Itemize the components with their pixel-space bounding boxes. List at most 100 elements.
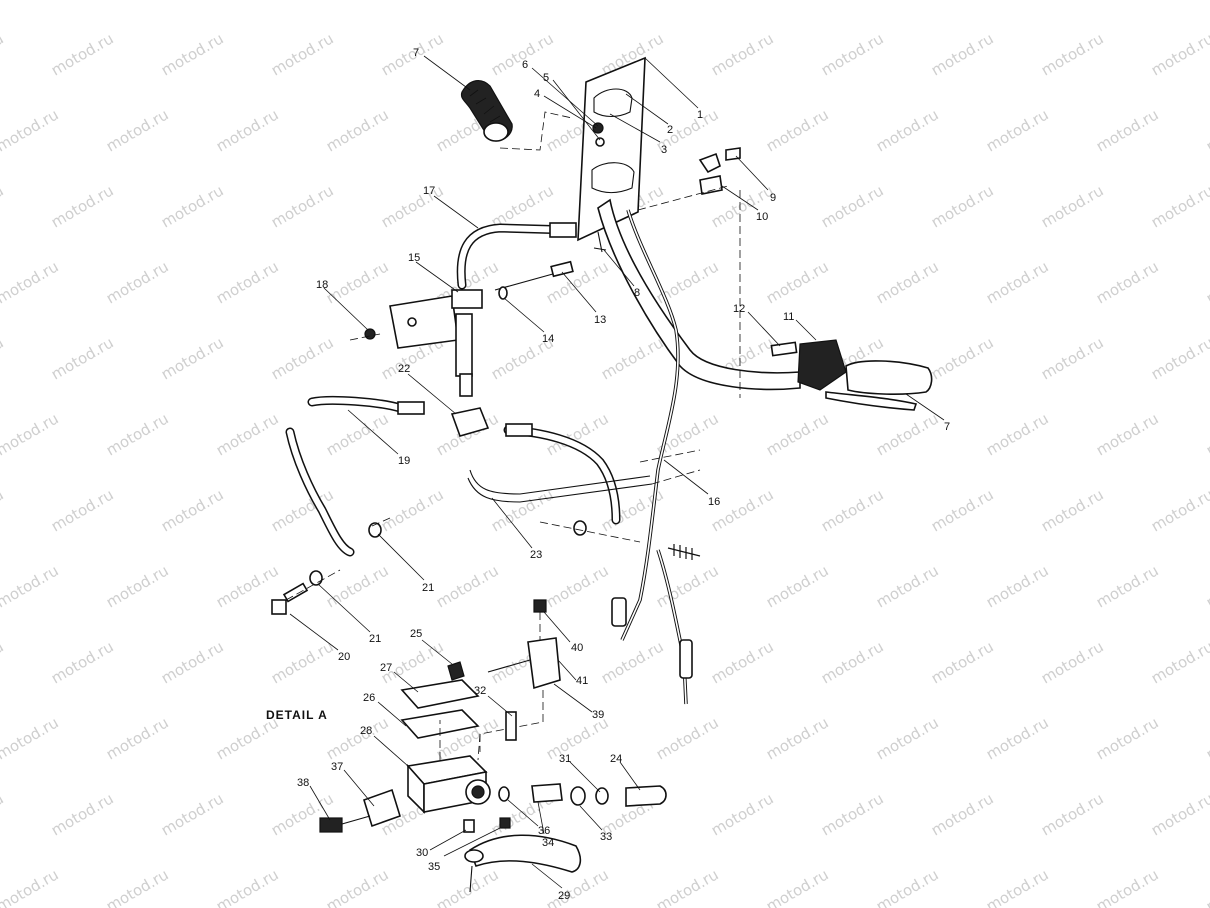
callout-19: 19 [398, 455, 410, 467]
watermark-text: motod.ru [103, 561, 172, 611]
watermark-text: motod.ru [1038, 637, 1107, 687]
callout-36: 36 [538, 825, 550, 837]
callout-39: 39 [592, 709, 604, 721]
watermark-text: motod.ru [543, 865, 612, 908]
callout-11: 11 [783, 311, 794, 323]
watermark-text: motod.ru [48, 637, 117, 687]
switch-body-41 [527, 637, 561, 690]
callout-labels: DETAIL A 1 2 3 4 5 6 7 7 8 9 10 11 12 13… [266, 47, 950, 902]
watermark-text: motod.ru [983, 409, 1052, 459]
ring-36 [498, 786, 510, 802]
watermark-text: motod.ru [1093, 105, 1162, 155]
watermark-text: motod.ru [873, 409, 942, 459]
clamp-plate [577, 56, 646, 242]
watermark-text: motod.ru [1093, 561, 1162, 611]
hose-fitting-17 [549, 222, 577, 238]
watermark-text: motod.ru [378, 485, 447, 535]
callout-30: 30 [416, 847, 428, 859]
watermark-text: motod.ru [433, 865, 502, 908]
watermark-text: motod.ru [268, 637, 337, 687]
switch-lever-39 [487, 659, 531, 673]
watermark-text: motod.ru [0, 485, 7, 535]
nut-18 [364, 328, 376, 340]
watermark-text: motod.ru [0, 105, 62, 155]
watermark-text: motod.ru [1148, 789, 1210, 839]
washer-right [573, 520, 587, 536]
callout-6: 6 [522, 59, 528, 71]
watermark-text: motod.ru [928, 181, 997, 231]
watermark-text: motod.ru [1038, 485, 1107, 535]
watermark-text: motod.ru [323, 0, 392, 3]
watermark-text: motod.ru [708, 789, 777, 839]
watermark-text: motod.ru [323, 713, 392, 763]
watermark-text: motod.ru [1148, 29, 1210, 79]
watermark-text: motod.ru [1148, 485, 1210, 535]
watermark-text: motod.ru [0, 0, 62, 3]
watermark-text: motod.ru [0, 181, 7, 231]
watermark-text: motod.ru [763, 257, 832, 307]
callout-20: 20 [338, 651, 350, 663]
watermark-text: motod.ru [103, 865, 172, 908]
hose-fitting-lower [459, 373, 473, 397]
bolt-13 [550, 260, 574, 278]
switch-housing [797, 339, 847, 391]
watermark-text: motod.ru [1203, 0, 1210, 3]
switch-lever [770, 341, 798, 357]
banjo-bolt-20 [271, 582, 309, 615]
watermark-text: motod.ru [103, 257, 172, 307]
watermark-text: motod.ru [1148, 333, 1210, 383]
watermark-text: motod.ru [158, 333, 227, 383]
boot-24 [625, 785, 667, 807]
callout-21b: 21 [369, 633, 381, 645]
watermark-text: motod.ru [213, 105, 282, 155]
left-grip [460, 80, 513, 142]
watermark-text: motod.ru [873, 257, 942, 307]
watermark-text: motod.ru [213, 0, 282, 3]
watermark-text: motod.ru [983, 0, 1052, 3]
callout-13: 13 [594, 314, 606, 326]
watermark-text: motod.ru [1203, 713, 1210, 763]
piston-34 [531, 783, 563, 803]
callout-31: 31 [559, 753, 571, 765]
watermark-text: motod.ru [1093, 409, 1162, 459]
misc-axis [285, 333, 391, 601]
bolt-6 [592, 122, 604, 134]
watermark-text: motod.ru [48, 29, 117, 79]
watermark-text: motod.ru [48, 485, 117, 535]
watermark-text: motod.ru [653, 865, 722, 908]
watermark-text: motod.ru [983, 105, 1052, 155]
callout-28: 28 [360, 725, 372, 737]
washer-5 [595, 137, 605, 147]
bolt-16-area [667, 544, 701, 560]
watermark-text: motod.ru [1203, 561, 1210, 611]
watermark-text: motod.ru [323, 105, 392, 155]
callout-24: 24 [610, 753, 622, 765]
watermark-text: motod.ru [0, 865, 62, 908]
switch-37 [363, 788, 401, 828]
callout-9: 9 [770, 192, 776, 204]
callout-41: 41 [576, 675, 588, 687]
callout-17: 17 [423, 185, 435, 197]
watermark-text: motod.ru [543, 561, 612, 611]
callout-1: 1 [697, 109, 703, 121]
watermark-text: motod.ru [0, 637, 7, 687]
clamp-cap-upper [593, 88, 633, 118]
watermark-text: motod.ru [0, 333, 7, 383]
bolt-axis-13 [494, 271, 561, 291]
watermark-text: motod.ru [983, 561, 1052, 611]
watermark-text: motod.ru [323, 561, 392, 611]
brake-hose-23 [469, 469, 651, 495]
watermark-text: motod.ru [1203, 105, 1210, 155]
watermark-text: motod.ru [213, 409, 282, 459]
watermark-text: motod.ru [1203, 257, 1210, 307]
washer-21b [309, 570, 323, 586]
callout-34: 34 [542, 837, 554, 849]
cable-adjuster [611, 597, 627, 627]
watermark-text: motod.ru [1093, 713, 1162, 763]
callout-32: 32 [474, 685, 486, 697]
seal-33 [570, 786, 586, 806]
watermark-text: motod.ru [1203, 409, 1210, 459]
watermark-text: motod.ru [818, 181, 887, 231]
watermark-text: motod.ru [983, 865, 1052, 908]
callout-35: 35 [428, 861, 440, 873]
